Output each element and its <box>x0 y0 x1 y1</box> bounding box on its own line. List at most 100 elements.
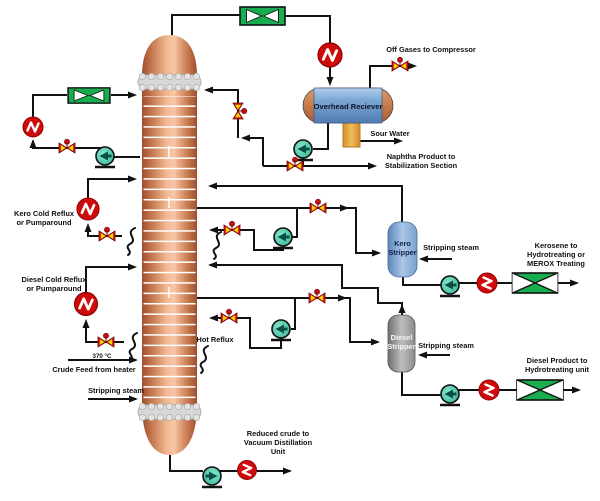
kerosene-product-pump-icon <box>438 274 462 298</box>
flow-arrow <box>371 338 380 346</box>
overhead-condenser-icon <box>239 6 286 26</box>
flow-arrow <box>209 314 218 322</box>
reduced-crude-cooler-icon <box>236 459 258 481</box>
kerosene-product-label: Kerosene to <box>535 241 578 250</box>
flow-arrow <box>128 91 137 99</box>
sour-water-label: Sour Water <box>370 129 409 138</box>
diesel-cold-reflux-valve-icon <box>97 332 115 348</box>
reflux-valve-icon <box>232 102 248 120</box>
temperature-label: 370 °C <box>93 353 113 360</box>
sour-water-boot <box>342 120 361 148</box>
pipe <box>85 266 135 293</box>
diesel-stripper-vessel <box>387 314 416 373</box>
kero-pumparound-cooler-icon <box>75 196 101 222</box>
flow-arrow <box>128 263 137 271</box>
pipe <box>402 276 441 286</box>
pipe <box>210 264 403 316</box>
flow-arrow <box>326 77 334 86</box>
overhead-receiver-shell <box>313 87 383 124</box>
flow-arrow <box>84 223 92 232</box>
diesel-cold-reflux-label: or Pumparound <box>26 284 82 293</box>
diesel-draw-valve-icon <box>308 288 326 304</box>
pipe <box>197 207 379 254</box>
line-break-icon <box>128 332 138 361</box>
reduced-crude-label: Vacuum Distillation <box>244 438 313 447</box>
diesel-product-exchanger-icon <box>516 379 564 401</box>
stripping-steam-kero-label: Stripping steam <box>423 243 479 252</box>
flow-arrow <box>338 294 347 302</box>
pipe <box>211 229 284 251</box>
flow-arrow <box>283 467 292 475</box>
kero-cold-reflux-label: or Pumparound <box>16 218 72 227</box>
diesel-product-label: Diesel Product to <box>527 356 588 365</box>
stripping-steam-bottom-label: Stripping steam <box>88 386 144 395</box>
line-break-icon <box>212 231 222 260</box>
pipe <box>87 178 135 198</box>
kero-pumparound-pump-icon <box>271 226 295 250</box>
pipe <box>171 14 240 38</box>
naphtha-label: Stabilization Section <box>385 161 458 170</box>
pipes <box>32 14 579 472</box>
pipe <box>210 185 403 223</box>
top-pumparound-pump-icon <box>93 145 117 169</box>
flow-arrow <box>82 319 90 328</box>
flow-arrow <box>209 226 218 234</box>
pipe <box>401 371 441 396</box>
bottoms-pump-icon <box>200 465 224 489</box>
flow-arrow <box>419 255 428 263</box>
flow-arrow <box>394 137 403 145</box>
hot-reflux-valve-icon <box>220 308 238 324</box>
flow-arrow <box>398 304 406 313</box>
kerosene-product-exchanger-icon <box>511 272 559 294</box>
naphtha-label: Naphtha Product to <box>387 152 456 161</box>
equipment <box>21 6 564 489</box>
kerosene-product-label: Hydrotreating or <box>527 250 585 259</box>
diesel-product-label: Hydrotreating unit <box>525 365 590 374</box>
pipe <box>32 94 67 117</box>
diesel-cooler-icon <box>477 378 501 402</box>
pipe <box>206 89 239 138</box>
line-break-icon <box>199 345 209 374</box>
kerosene-cooler-icon <box>475 271 499 295</box>
pipe <box>169 452 203 472</box>
pipe <box>313 122 329 150</box>
flow-arrow <box>372 249 381 257</box>
column-trays <box>143 96 196 402</box>
flow-arrow <box>208 261 217 269</box>
flow-arrow <box>128 175 137 183</box>
reduced-crude-label: Reduced crude to <box>247 429 310 438</box>
flow-arrow <box>208 182 217 190</box>
flow-arrow <box>129 395 138 403</box>
flow-arrow <box>572 386 581 394</box>
column-flange-top <box>137 72 202 92</box>
line-break-icon <box>126 227 136 256</box>
kero-cold-reflux-label: Kero Cold Reflux <box>14 209 75 218</box>
labels: Off Gases to Compressor Overhead Recieve… <box>14 45 590 456</box>
pipe <box>292 208 298 238</box>
diesel-cold-reflux-label: Diesel Cold Reflux <box>22 275 88 284</box>
kero-stripper-label: Stripper <box>388 248 416 257</box>
diesel-pumparound-cooler-icon <box>73 291 99 317</box>
off-gases-label: Off Gases to Compressor <box>386 45 476 54</box>
hot-reflux-label: Hot Reflux <box>197 335 235 344</box>
kero-stripper-vessel <box>387 221 418 278</box>
column-flange-bottom <box>137 402 202 422</box>
stripping-steam-diesel-label: Stripping steam <box>418 341 474 350</box>
top-pumparound-valve-icon <box>58 138 76 154</box>
flow-arrow <box>418 351 427 359</box>
reduced-crude-label: Unit <box>271 447 286 456</box>
kerosene-product-label: MEROX Treating <box>527 259 585 268</box>
off-gas-valve-icon <box>391 56 409 72</box>
diesel-stripper-label: Stripper <box>387 342 415 351</box>
crude-feed-label: Crude Feed from heater <box>52 365 135 374</box>
flow-arrow <box>241 134 250 142</box>
flow-arrow <box>340 204 349 212</box>
pipe <box>243 137 264 166</box>
overhead-trim-cooler-icon <box>316 41 344 69</box>
diesel-product-pump-icon <box>438 383 462 407</box>
flow-arrow <box>204 86 213 94</box>
flow-arrow <box>368 162 377 170</box>
kero-cold-reflux-valve-icon <box>98 226 116 242</box>
